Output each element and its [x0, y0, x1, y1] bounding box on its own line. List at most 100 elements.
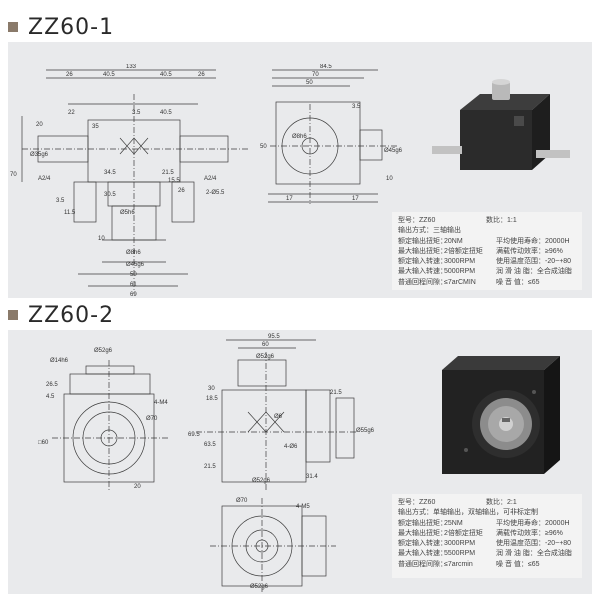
dim-label: 3.5: [132, 110, 141, 116]
dim-label: 84.5: [320, 64, 332, 70]
spec-extra: 噪 音 值：≤65: [496, 560, 540, 568]
spec-value: 2倍额定扭矩: [444, 247, 483, 255]
spec-extra: 使用温度范围：-20~+80: [496, 258, 572, 266]
technical-drawing-front: 133 26 40.5 40.5 26 3.5 40.5 22 20 35 34…: [10, 64, 248, 298]
dim-label: 30: [208, 386, 215, 392]
dim-label: Ø52g6: [94, 348, 113, 354]
dim-label: 4-Ø6: [284, 444, 298, 450]
spec-output: 输出方式：三轴输出: [398, 227, 461, 235]
dim-label: Ø5h6: [120, 210, 135, 216]
spec-ratio: 数比：1:1: [486, 217, 517, 224]
dim-label: 4-M5: [296, 504, 310, 510]
spec-value: 5000RPM: [444, 268, 476, 276]
spec-value: 2倍额定扭矩: [444, 529, 483, 537]
dim-label: 20: [134, 484, 141, 490]
spec-value: 3000RPM: [444, 540, 476, 548]
dim-label: 34.5: [104, 170, 116, 176]
spec-key: 额定输出扭矩：: [398, 519, 447, 527]
dim-label: 11.5: [64, 210, 76, 216]
dim-label: Ø52g6: [250, 584, 269, 590]
spec-key: 普通回程间隙：: [398, 278, 447, 286]
section-zz60-2: ZZ60-2 Ø52g6 Ø14h6 26.5 4.5 4-M4 Ø70 □60…: [8, 303, 592, 596]
section-header: ZZ60-2: [8, 303, 114, 328]
section-zz60-1: ZZ60-1 133 26 40.5 40.5 26: [8, 15, 592, 298]
dim-label: 26: [198, 72, 205, 78]
dim-label: 26: [66, 72, 73, 78]
dim-label: 69.5: [188, 432, 200, 438]
dim-label: Ø70: [236, 498, 248, 504]
title-marker: [8, 310, 18, 320]
spec-table: 型号：ZZ60 数比：2:1 输出方式：单轴输出，双轴输出，可非标定制 额定输出…: [392, 494, 582, 578]
dim-label: 17: [286, 196, 293, 202]
dim-label: 70: [312, 72, 319, 78]
section-title: ZZ60-1: [28, 14, 115, 40]
technical-drawing-side: 95.5 60 Ø52g6 30 18.5 Ø6 69.5 63.5 21.5 …: [188, 334, 375, 490]
dim-label: 4-M4: [154, 400, 168, 406]
spec-ratio: 数比：2:1: [486, 499, 517, 506]
dim-label: Ø8h6: [126, 250, 141, 256]
spec-key: 最大输入转速：: [398, 550, 447, 558]
spec-key: 最大输出扭矩：: [398, 529, 447, 537]
dim-label: 26: [178, 188, 185, 194]
dim-label: 40.5: [160, 110, 172, 116]
dim-label: 21.5: [204, 464, 216, 470]
product-photo: [442, 356, 560, 474]
spec-output: 输出方式：单轴输出，双轴输出，可非标定制: [398, 509, 538, 517]
spec-key: 额定输出扭矩：: [398, 237, 447, 245]
dim-label: 21.5: [330, 390, 342, 396]
dim-label: 20: [36, 122, 43, 128]
technical-drawing-side: 84.5 70 50 3.5 Ø8h6 Ø45g6 50 10 17 17: [260, 64, 403, 204]
spec-extra: 满载传动效率：≥96%: [496, 247, 563, 255]
dim-label: 50: [306, 80, 313, 86]
dim-label: 70: [10, 172, 17, 178]
dim-label: 22: [68, 110, 75, 116]
dim-label: 10: [386, 176, 393, 182]
spec-extra: 噪 音 值：≤65: [496, 278, 540, 286]
dim-label: 10: [98, 236, 105, 242]
dim-label: A2/4: [38, 176, 51, 182]
section-title: ZZ60-2: [28, 302, 115, 328]
spec-extra: 润 滑 油 脂：全合成油脂: [496, 268, 572, 276]
dim-label: 50: [260, 144, 267, 150]
dim-label: 31.4: [306, 474, 318, 480]
dim-label: Ø14h6: [50, 358, 69, 364]
dim-label: A2/4: [204, 176, 217, 182]
dim-label: 50: [130, 272, 137, 278]
spec-value: ≤7arCMIN: [444, 278, 476, 286]
spec-extra: 使用温度范围：-20~+80: [496, 540, 572, 548]
dim-label: 40.5: [103, 72, 115, 78]
spec-value: 3000RPM: [444, 258, 476, 266]
spec-model: 型号：ZZ60: [398, 499, 436, 506]
spec-extra: 满载传动效率：≥96%: [496, 529, 563, 537]
dim-label: Ø45g6: [126, 262, 145, 268]
dim-label: 3.5: [56, 198, 65, 204]
section-header: ZZ60-1: [8, 15, 114, 40]
dim-label: Ø70: [146, 416, 158, 422]
spec-key: 额定输入转速：: [398, 258, 447, 266]
spec-extra: 平均使用寿命：20000H: [496, 237, 570, 245]
dim-label: Ø52g6: [256, 354, 275, 360]
dim-label: □60: [38, 440, 49, 446]
dim-label: 4.5: [46, 394, 55, 400]
technical-drawing-bottom: Ø70 4-M5 Ø52g6: [210, 498, 336, 592]
spec-extra: 平均使用寿命：20000H: [496, 519, 570, 527]
dim-label: 61: [130, 282, 137, 288]
spec-extra: 润 滑 油 脂：全合成油脂: [496, 550, 572, 558]
spec-value: 20NM: [444, 237, 463, 245]
spec-key: 最大输出扭矩：: [398, 247, 447, 255]
dim-label: 40.5: [160, 72, 172, 78]
dim-label: Ø6: [274, 414, 283, 420]
dim-label: 2-Ø5.5: [206, 190, 225, 196]
spec-value: 5500RPM: [444, 550, 476, 558]
dim-label: 69: [130, 292, 137, 298]
dim-label: 18.5: [206, 396, 218, 402]
spec-key: 普通回程间隙：: [398, 560, 447, 568]
dim-label: 3.5: [352, 104, 361, 110]
dim-label: 26.5: [46, 382, 58, 388]
dim-label: Ø8h6: [292, 134, 307, 140]
product-photo: [432, 79, 570, 170]
dim-label: Ø55g6: [356, 428, 375, 434]
dim-label: 21.5: [162, 170, 174, 176]
spec-key: 额定输入转速：: [398, 540, 447, 548]
